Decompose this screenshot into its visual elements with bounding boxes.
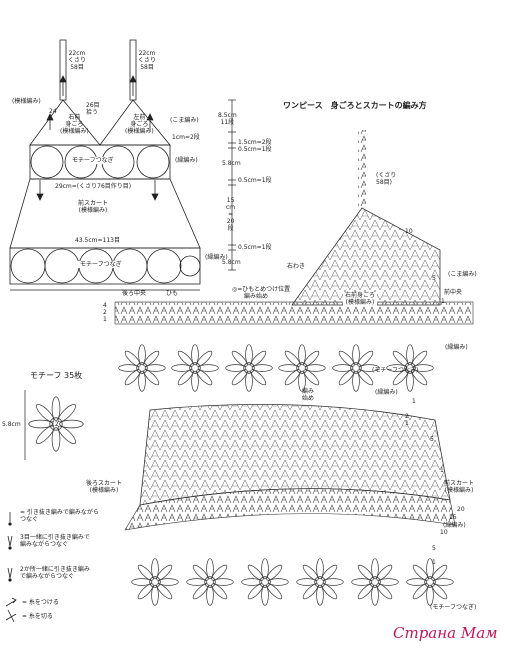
hem-width-label: 43.5cm=113目	[75, 237, 120, 244]
dim-label-7: 0.5cm=1段	[238, 244, 272, 251]
single-motif-diagram	[28, 396, 84, 452]
motif-band-label-top: モチーフつなぎ	[70, 157, 116, 164]
front-center-label: 前中央	[444, 289, 463, 296]
front-right-label: 右前身ごろ(模様編み)	[60, 114, 89, 135]
motif-conn-b-label: (モチーフつなぎ)	[430, 604, 477, 611]
back-skirt-label: 後ろスカート(模様編み)	[86, 480, 123, 494]
waist-label: 29cm=(くさり76目作り目)	[55, 183, 132, 190]
skirt-stitch-chart	[124, 403, 456, 531]
edge-label: 1cm=2段	[172, 134, 200, 141]
border-label: (縁編み)	[175, 157, 198, 164]
row-number: 10	[405, 228, 413, 235]
motif-flower	[241, 558, 289, 606]
motif-row-upper	[118, 344, 434, 392]
legend-item-4: = 糸をつける	[22, 599, 59, 606]
border-b-label: (縁編み)	[375, 389, 398, 396]
motif-conn-a-label: (モチーフつなぎ)	[372, 367, 419, 374]
motif-flower	[386, 344, 434, 392]
dim-label-3: 0.5cm=1段	[238, 146, 272, 153]
koma-label: (こま編み)	[170, 117, 199, 124]
himo-label: ひも	[166, 290, 179, 297]
row-number: 1	[441, 298, 445, 305]
motif-flower	[225, 344, 273, 392]
dim-label-2: 1.5cm=2段	[238, 139, 272, 146]
schematic-arrows	[36, 75, 159, 201]
row-number: 2	[405, 413, 409, 420]
row-number: 20	[457, 506, 465, 513]
dim-label-5: 0.5cm=1段	[238, 177, 272, 184]
row-number: 5	[430, 436, 434, 443]
back-center-label: 後ろ中央	[122, 290, 147, 297]
row-number: 15	[449, 514, 457, 521]
watermark: Страна Мам	[393, 624, 498, 642]
right-waki-label: 右わき	[287, 263, 306, 270]
border-a-label: (縁編み)	[445, 344, 468, 351]
motif-flower	[278, 344, 326, 392]
front-skirt-label: 前スカート(模様編み)	[78, 200, 109, 214]
dim-label-8: 5.8cm	[222, 259, 241, 266]
motif-flower	[118, 344, 166, 392]
row-number: 1	[412, 398, 416, 405]
bodice-label: 右前身ごろ(模様編み)	[343, 292, 378, 306]
motif-flower	[131, 558, 179, 606]
himo-note-label: ◎=ひもとめつけ位置編み始め	[232, 286, 291, 300]
row-number: 4	[103, 302, 107, 309]
small-number: 24	[49, 108, 57, 115]
diagram-title: ワンピース 身ごろとスカートの編み方	[283, 101, 427, 110]
motif-size: 5.8cm	[2, 421, 21, 428]
motif-flower	[332, 344, 380, 392]
row-number: 1	[405, 420, 409, 427]
increase-label: 26目拾う	[86, 102, 100, 116]
shaping-label: (模様編み)	[12, 98, 41, 105]
motif-circles-top	[30, 145, 170, 179]
motif-flower	[351, 558, 399, 606]
motif-flower	[296, 558, 344, 606]
row-number: 1	[440, 467, 444, 474]
dress-schematic	[9, 39, 201, 291]
dim-label-4: 5.8cm	[222, 160, 241, 167]
front-skirt-chart-label: 前スカート(模様編み)	[444, 480, 475, 494]
hem-edge-label: (縁編み)	[205, 254, 228, 261]
legend-item-5: = 糸を切る	[22, 613, 53, 620]
motif-flower	[186, 558, 234, 606]
dimension-lines	[228, 99, 236, 271]
legend-item-3: 2か所一緒に引き抜き編みで編みながらつなぐ	[20, 566, 90, 580]
motif-flower	[28, 396, 84, 452]
motif-count: 35枚	[64, 371, 83, 380]
motif-title: モチーフ	[30, 371, 62, 380]
legend-symbols	[5, 512, 17, 623]
front-left-label: 左前身ごろ(模様編み)	[125, 114, 154, 135]
motif-flower	[171, 344, 219, 392]
start-mark-label: 編み始め	[302, 388, 315, 402]
row-number: 2	[103, 309, 107, 316]
motif-center-number: 12	[51, 421, 59, 428]
border-band-top	[114, 301, 474, 325]
border-c-label: (縁編み)	[443, 522, 466, 529]
row-number: 1	[432, 559, 436, 566]
motif-flower	[406, 558, 454, 606]
legend-item-1: = 引き抜き編みで編みながらつなぐ	[20, 509, 99, 523]
koma-chart-label: (こま編み)	[448, 271, 477, 278]
row-number: 10	[440, 529, 448, 536]
bodice-stitch-chart	[291, 207, 441, 306]
motif-band-label-bottom: モチーフつなぎ	[78, 261, 124, 268]
motif-row-lower	[131, 558, 454, 606]
legend-item-2: 3目一緒に引き抜き編みで編みながらつなぐ	[20, 534, 90, 548]
row-number: 1	[103, 316, 107, 323]
row-number: 5	[432, 545, 436, 552]
row-number: 5	[432, 275, 436, 282]
strap-chain	[358, 130, 366, 208]
